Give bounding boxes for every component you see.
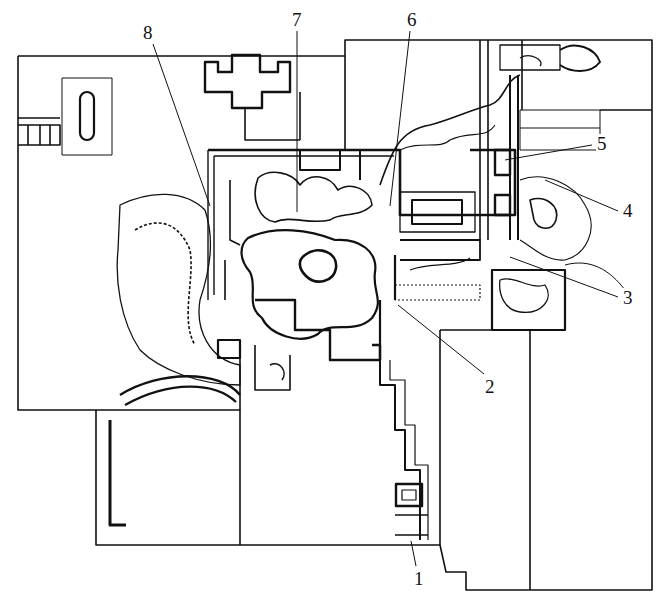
callout-number: 7	[291, 10, 303, 29]
callout-number: 6	[406, 10, 418, 29]
callout-number: 2	[484, 377, 496, 396]
callout-number: 8	[142, 23, 154, 42]
callout-number: 4	[622, 201, 634, 220]
callout-number: 1	[413, 569, 425, 588]
callout-number: 3	[622, 288, 634, 307]
callout-number: 5	[596, 134, 608, 153]
